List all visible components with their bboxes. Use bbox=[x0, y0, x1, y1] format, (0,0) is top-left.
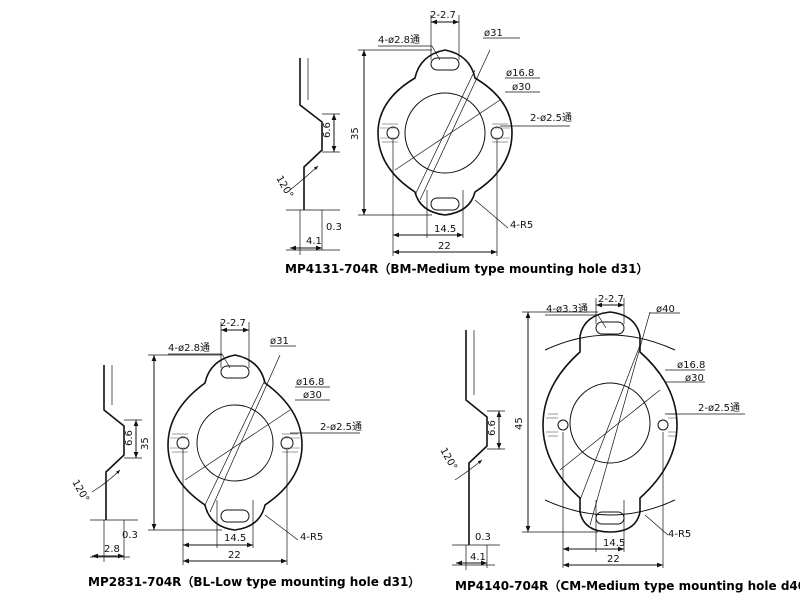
ring-dia-label: ø30 bbox=[512, 82, 531, 93]
drawing-mp4140: 6.6 120° 0.3 4.1 4 bbox=[437, 294, 800, 593]
depth-label: 4.1 bbox=[470, 552, 486, 563]
height-label: 45 bbox=[514, 417, 525, 430]
offset-label: 6.6 bbox=[487, 420, 498, 436]
width-label: 22 bbox=[438, 241, 451, 252]
thickness-label: 0.3 bbox=[122, 530, 138, 541]
width-label: 22 bbox=[607, 554, 620, 565]
outer-dia-label: ø31 bbox=[484, 28, 503, 39]
offset-label: 6.6 bbox=[322, 122, 333, 138]
outer-dia-label: ø40 bbox=[656, 304, 675, 315]
thickness-label: 0.3 bbox=[326, 222, 342, 233]
caption: MP4140-704R（CM-Medium type mounting hole… bbox=[455, 578, 800, 593]
depth-label: 2.8 bbox=[104, 544, 120, 555]
radius-label: 4-R5 bbox=[300, 532, 323, 543]
caption: MP4131-704R（BM-Medium type mounting hole… bbox=[285, 261, 648, 276]
thickness-label: 0.3 bbox=[475, 532, 491, 543]
slot-holes-label: 4-ø2.8通 bbox=[378, 34, 420, 46]
drawing-mp4131: 6.6 120° 0.3 4.1 35 bbox=[273, 10, 648, 276]
outer-dia-label: ø31 bbox=[270, 336, 289, 347]
side-holes-label: 2-ø2.5通 bbox=[320, 421, 362, 433]
offset-label: 6.6 bbox=[124, 430, 135, 446]
slot-holes-label: 4-ø3.3通 bbox=[546, 303, 588, 315]
slot-dim-label: 2-2.7 bbox=[430, 10, 456, 21]
angle-label: 120° bbox=[69, 478, 91, 504]
front-view: 35 2-2.7 4-ø2.8通 ø31 ø16.8 ø30 2-ø2.5通 4… bbox=[140, 318, 362, 565]
side-holes-label: 2-ø2.5通 bbox=[698, 402, 740, 414]
hole-span-label: 14.5 bbox=[603, 538, 625, 549]
hole-span-label: 14.5 bbox=[224, 533, 246, 544]
side-profile: 6.6 120° 0.3 4.1 bbox=[437, 330, 505, 570]
height-label: 35 bbox=[350, 127, 361, 140]
slot-holes-label: 4-ø2.8通 bbox=[168, 342, 210, 354]
angle-label: 120° bbox=[437, 446, 459, 472]
slot-dim-label: 2-2.7 bbox=[220, 318, 246, 329]
caption: MP2831-704R（BL-Low type mounting hole d3… bbox=[88, 574, 420, 589]
inner-dia-label: ø16.8 bbox=[506, 68, 534, 79]
angle-label: 120° bbox=[273, 174, 295, 200]
side-profile: 6.6 120° 0.3 4.1 bbox=[273, 58, 342, 255]
drawing-mp2831: 6.6 120° 0.3 2.8 35 bbox=[69, 318, 420, 589]
inner-dia-label: ø16.8 bbox=[296, 377, 324, 388]
height-label: 35 bbox=[140, 437, 151, 450]
radius-label: 4-R5 bbox=[510, 220, 533, 231]
depth-label: 4.1 bbox=[306, 236, 322, 247]
width-label: 22 bbox=[228, 550, 241, 561]
slot-dim-label: 2-2.7 bbox=[598, 294, 624, 305]
front-view: 45 2-2.7 4-ø3.3通 ø40 ø16.8 ø30 2-ø2.5通 4… bbox=[514, 294, 745, 568]
side-profile: 6.6 120° 0.3 2.8 bbox=[69, 365, 142, 562]
ring-dia-label: ø30 bbox=[685, 373, 704, 384]
side-holes-label: 2-ø2.5通 bbox=[530, 112, 572, 124]
radius-label: 4-R5 bbox=[668, 529, 691, 540]
ring-dia-label: ø30 bbox=[303, 390, 322, 401]
hole-span-label: 14.5 bbox=[434, 224, 456, 235]
inner-dia-label: ø16.8 bbox=[677, 360, 705, 371]
front-view: 35 2-2.7 4-ø2.8通 ø31 ø16.8 ø30 2-ø2.5通 4… bbox=[350, 10, 572, 256]
